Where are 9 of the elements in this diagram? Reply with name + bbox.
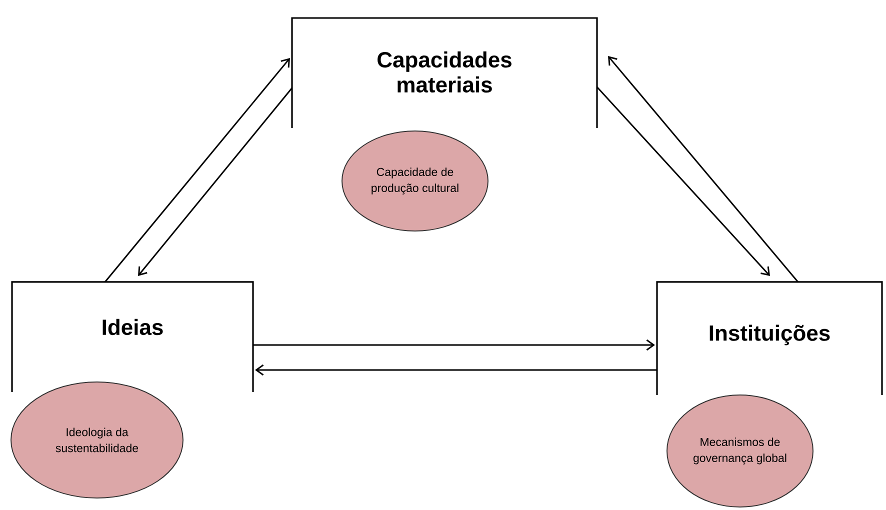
arrow xyxy=(138,88,293,276)
arrow xyxy=(253,339,655,351)
arrow xyxy=(596,86,770,276)
open-box: Capacidades materiais xyxy=(291,17,598,128)
open-box: Instituições xyxy=(656,281,883,395)
open-box: Ideias xyxy=(11,281,254,392)
arrow xyxy=(608,56,799,282)
arrow xyxy=(104,58,290,282)
arrow xyxy=(255,364,657,376)
